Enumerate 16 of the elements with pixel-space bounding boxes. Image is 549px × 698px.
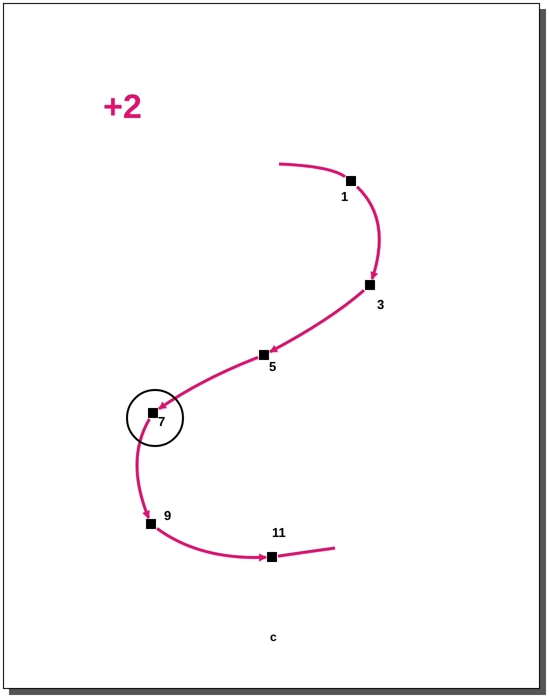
title: +2 [103,88,142,126]
arrow [269,289,365,354]
point-number: 1 [341,190,348,204]
curve-line [278,162,346,178]
point-number: 3 [377,298,384,312]
point-number: 5 [269,360,276,374]
point-number: 9 [164,509,172,523]
arrow [356,186,381,280]
curve-line [278,546,336,558]
arrow [156,527,267,562]
arrow [136,418,151,519]
arrow [158,356,259,410]
note-label: c [270,630,277,644]
point-number: 11 [272,526,286,540]
point-number: 7 [158,415,166,429]
highlight-circle [126,389,184,447]
